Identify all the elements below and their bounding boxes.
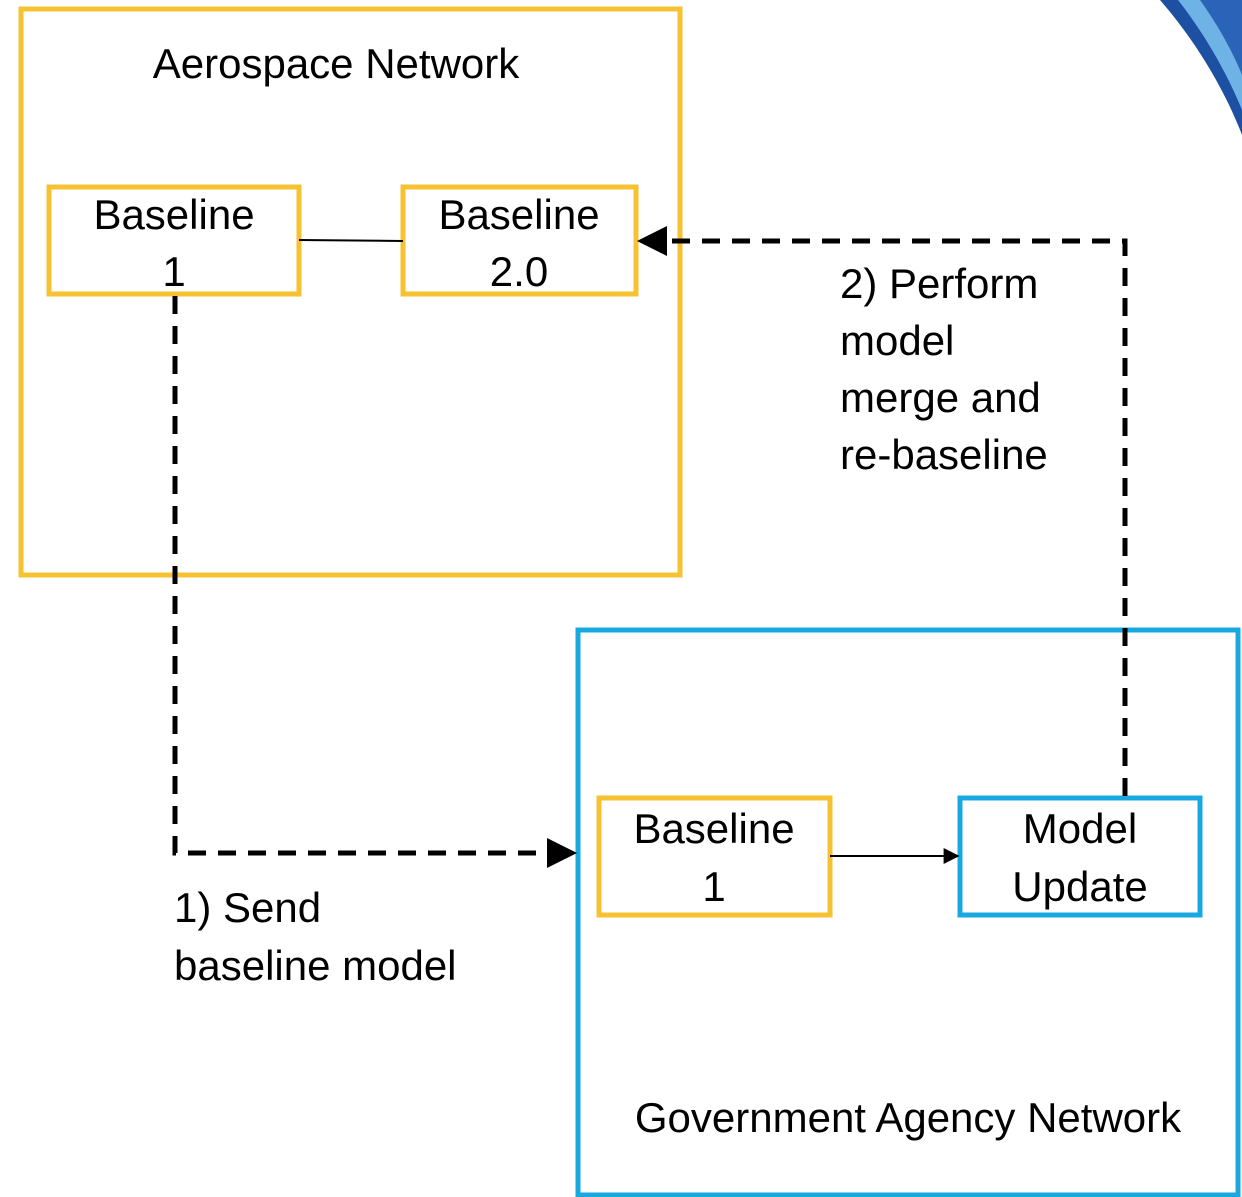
merge-rebaseline-dashed-arrow [637,226,1128,796]
send-baseline-dashed-arrow [172,296,577,868]
aerospace-baseline-1-node: Baseline 1 [46,184,302,297]
government-network: Government Agency Network [575,627,1241,1197]
baseline-1-to-baseline-2-connector [298,239,404,242]
aerospace-network-label: Aerospace Network [153,40,520,87]
step-2-line: model [840,317,954,364]
step-2-line: 2) Perform [840,260,1038,307]
aerospace-network-frame [18,6,683,578]
government-network-label: Government Agency Network [635,1094,1182,1141]
node-label-line1: Baseline [438,191,599,238]
government-model-update-node: Model Update [957,795,1203,918]
step-1-line: baseline model [174,942,457,989]
node-label-line2: 1 [162,248,185,295]
aerospace-baseline-2-node: Baseline 2.0 [400,184,639,297]
node-label-line1: Baseline [93,191,254,238]
step-1-label: 1) Send baseline model [174,884,457,989]
government-baseline-1-node: Baseline 1 [596,795,833,918]
step-1-line: 1) Send [174,884,321,931]
node-label-line2: 1 [702,863,725,910]
node-label-line1: Model [1023,805,1137,852]
corner-swoosh-decoration [1160,0,1242,135]
aerospace-network: Aerospace Network [18,6,683,578]
step-2-label: 2) Perform model merge and re-baseline [840,260,1048,478]
step-2-line: re-baseline [840,431,1048,478]
node-label-line2: Update [1012,863,1147,910]
node-label-line2: 2.0 [490,248,548,295]
step-2-line: merge and [840,374,1041,421]
node-label-line1: Baseline [633,805,794,852]
government-network-frame [575,627,1241,1197]
